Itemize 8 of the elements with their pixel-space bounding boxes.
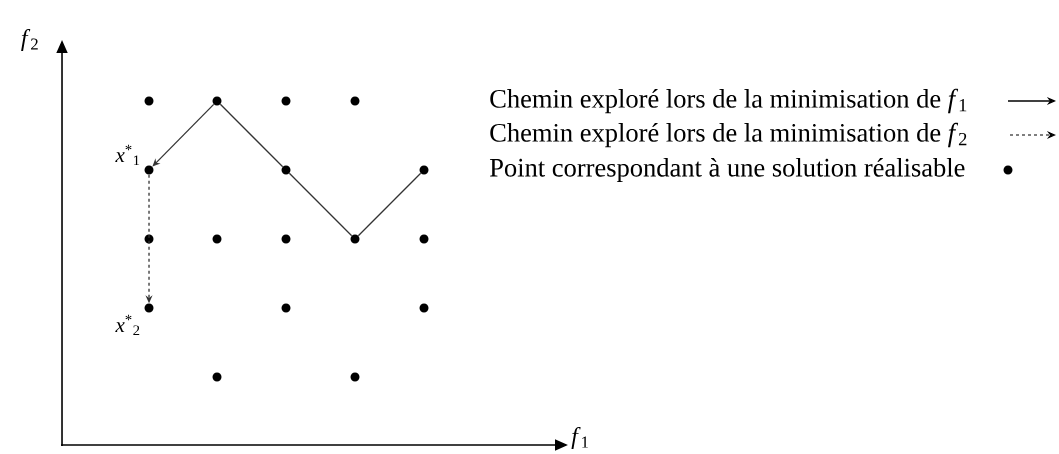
point-label: x$^{*}$1 — [115, 144, 140, 166]
path-arrow — [152, 103, 215, 167]
legend-text: Chemin exploré lors de la minimisation de f$_{2}$ — [490, 122, 967, 148]
legend-text: Chemin exploré lors de la minimisation de f$_{1}$ — [490, 88, 967, 114]
axis-label: f$_{2}$ — [21, 29, 38, 51]
legend-text: Point correspondant à une solution réalisable — [490, 157, 965, 183]
axis-label: f$_{1}$ — [571, 427, 589, 449]
point-label: x$^{*}$2 — [115, 314, 140, 336]
